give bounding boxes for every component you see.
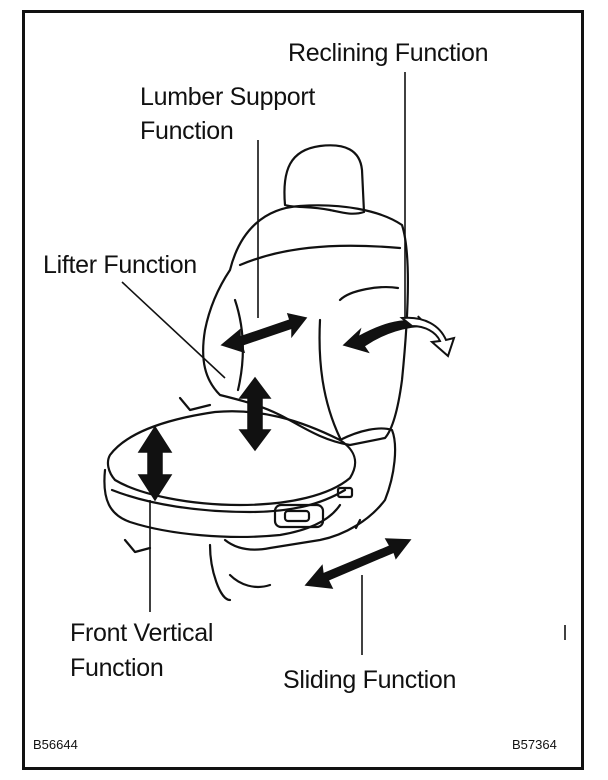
seat-switch [273, 503, 325, 529]
reclining-curve-arrow [399, 316, 456, 358]
seat-back [202, 204, 410, 447]
lifter-arrow [238, 376, 272, 452]
reclining-arrow [342, 315, 430, 354]
front-vertical-label-line2: Function [70, 654, 164, 682]
headrest [283, 144, 366, 215]
seat-cushion [106, 410, 357, 507]
lumber-support-label-line1: Lumber Support [140, 83, 316, 111]
reclining-function-label: Reclining Function [288, 39, 489, 67]
lumber-arrow [220, 312, 308, 354]
sliding-arrow [304, 538, 412, 589]
front-vertical-label-line1: Front Vertical [70, 619, 214, 647]
lumber-support-label-line2: Function [140, 117, 234, 145]
lifter-function-label: Lifter Function [43, 251, 197, 279]
figure-code-left: B56644 [33, 737, 78, 752]
figure-code-right: B57364 [512, 737, 557, 752]
diagram-frame [22, 10, 584, 770]
front-vertical-arrow [137, 425, 173, 502]
sliding-function-label: Sliding Function [283, 666, 457, 694]
seat-side-panel [223, 427, 397, 551]
